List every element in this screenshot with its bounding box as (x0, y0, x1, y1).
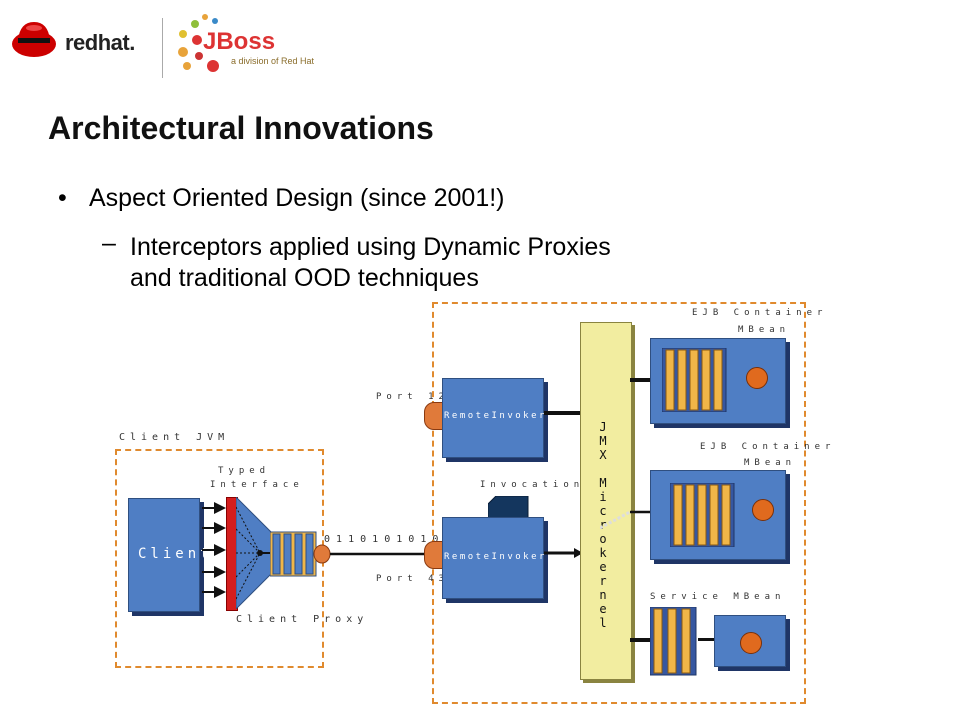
port-top-connector (424, 402, 444, 430)
sub-bullet-dash: – (102, 229, 116, 257)
invocation-label: Invocation (480, 480, 585, 490)
sub-bullet-1-line-2: and traditional OOD techniques (130, 264, 479, 292)
jmx-microkernel-bus (580, 322, 632, 680)
remote-invoker-top (442, 378, 544, 458)
service-mbean-bean (740, 632, 762, 654)
remote-invoker-top-label: RemoteInvoker (444, 411, 547, 421)
remote-invoker-bottom (442, 517, 544, 599)
client-arrows (202, 502, 226, 598)
ejb-container-2-label-1: EJB Container (700, 442, 836, 452)
ejb-container-1-label-2: MBean (738, 325, 791, 335)
logo-divider (162, 18, 163, 78)
ejb-container-2-label-2: MBean (744, 458, 797, 468)
port-bottom-connector (424, 541, 444, 569)
bullet-1-text: Aspect Oriented Design (since 2001!) (89, 184, 505, 212)
ejb-container-1-label-1: EJB Container (692, 308, 828, 318)
invoker-bottom-arrow (544, 548, 583, 558)
jmx-microkernel-label: JMX Microkernel (596, 420, 610, 630)
remote-invoker-bottom-label: RemoteInvoker (444, 552, 547, 562)
jboss-dots-icon (178, 14, 219, 72)
request-connector (313, 544, 441, 564)
ejb-container-2-bean (752, 499, 774, 521)
client-proxy-interceptors (270, 531, 317, 577)
bus-link-3 (630, 638, 652, 642)
typed-interface-label-1: Typed (218, 466, 271, 476)
bits-label: 0 1 1 0 1 0 1 0 1 0 1 (324, 534, 451, 545)
server-jvm-frame (432, 302, 806, 704)
ejb-container-1-bean (746, 367, 768, 389)
port-bottom-label: Port 4321 (376, 574, 470, 584)
client-proxy-label: Client Proxy (236, 614, 369, 625)
jboss-tagline: a division of Red Hat (231, 56, 315, 66)
jboss-wordmark: JBoss (203, 28, 276, 55)
ejb-container-1-interceptors (662, 348, 727, 412)
redhat-wordmark: redhat. (65, 30, 135, 55)
client-box (128, 498, 200, 612)
jboss-logo: JBoss a division of Red Hat (175, 12, 325, 77)
service-mbean-interceptors (650, 607, 697, 676)
sub-bullet-1-line-1: Interceptors applied using Dynamic Proxi… (130, 233, 611, 261)
invoker-top-link (544, 411, 580, 415)
page-title: Architectural Innovations (48, 110, 434, 146)
service-mbean-label: Service MBean (650, 592, 786, 602)
redhat-shadowman-icon (12, 22, 56, 57)
port-top-label: Port 1234 (376, 392, 470, 402)
bus-link-1 (630, 378, 652, 382)
client-jvm-label: Client JVM (119, 432, 230, 443)
client-label: Client (138, 546, 213, 562)
bullet-dot: • (58, 184, 67, 212)
redhat-logo: redhat. (10, 18, 160, 63)
typed-interface-label-2: Interface (210, 480, 304, 490)
ejb-container-2-interceptors (670, 483, 735, 547)
service-mbean-link (698, 638, 714, 641)
